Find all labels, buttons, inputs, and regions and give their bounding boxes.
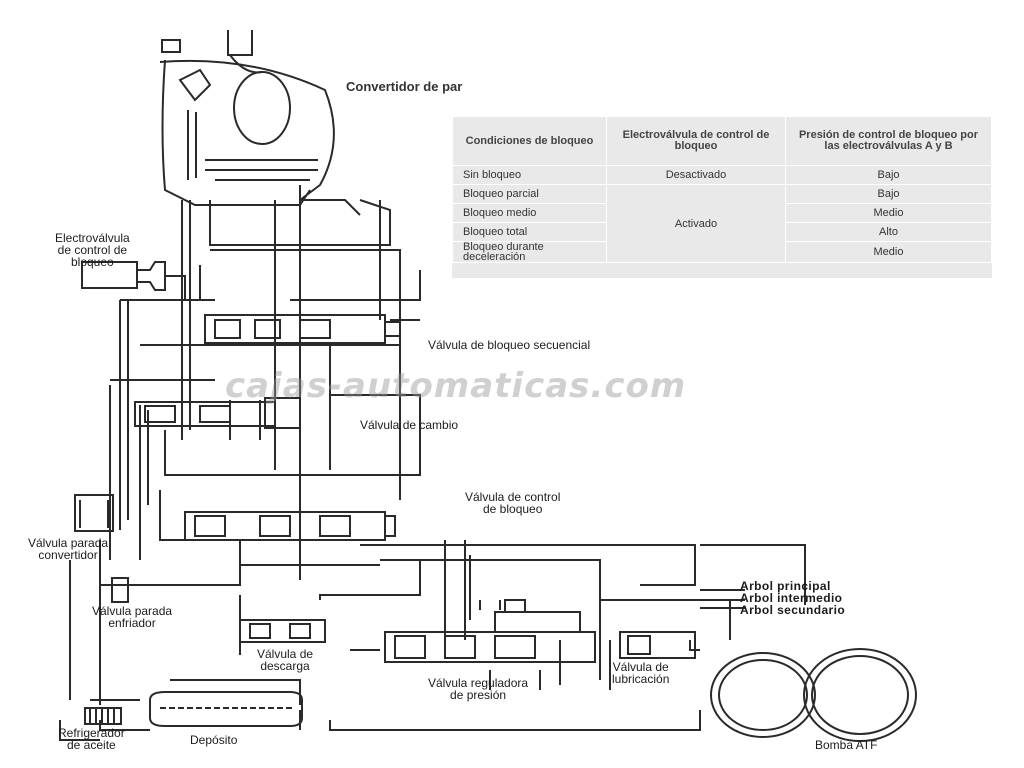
lockup-control-valve-label: Válvula de control de bloqueo xyxy=(465,490,561,516)
pressure-regulator-body xyxy=(384,599,596,663)
table-cell-condition: Bloqueo durante deceleración xyxy=(452,241,607,263)
oil-cooler-label: Refrigerador de aceite xyxy=(58,726,125,752)
table-row: Sin bloqueo Desactivado Bajo xyxy=(452,165,992,185)
header-conditions: Condiciones de bloqueo xyxy=(452,116,607,166)
discharge-valve-body xyxy=(239,619,326,643)
solenoid-valve xyxy=(81,261,186,300)
table-row: Bloqueo medio Medio xyxy=(452,203,992,223)
oil-cooler xyxy=(84,707,122,725)
header-solenoid: Electroválvula de control de bloqueo xyxy=(606,116,786,166)
sequential-valve-body xyxy=(204,314,401,344)
table-header-row: Condiciones de bloqueo Electroválvula de… xyxy=(452,116,992,166)
secondary-shaft-label: Arbol secundario xyxy=(740,603,846,617)
cooler-stop-valve-label: Válvula parada enfriador xyxy=(92,604,173,630)
table-cell-pressure: Bajo xyxy=(785,184,992,204)
converter-stop-valve-label: Válvula parada convertidor xyxy=(28,536,109,562)
reservoir-label: Depósito xyxy=(190,733,238,747)
table-cell-solenoid: Desactivado xyxy=(606,165,786,185)
shift-valve-body xyxy=(134,397,301,429)
pressure-regulator-label: Válvula reguladora de presión xyxy=(428,676,529,702)
lubrication-valve-body xyxy=(619,631,696,659)
lockup-conditions-table: Condiciones de bloqueo Electroválvula de… xyxy=(452,116,992,263)
table-cell-solenoid: Activado xyxy=(606,184,786,263)
table-cell-condition: Bloqueo total xyxy=(452,222,607,242)
table-cell-condition: Bloqueo medio xyxy=(452,203,607,223)
table-cell-pressure: Medio xyxy=(785,203,992,223)
countershaft-label: Arbol intermedio xyxy=(740,591,843,605)
lubrication-valve-label: Válvula de lubricación xyxy=(612,660,670,686)
atf-pump-label: Bomba ATF xyxy=(815,738,878,752)
torque-converter-label: Convertidor de par xyxy=(346,79,463,94)
discharge-valve-label: Válvula de descarga xyxy=(257,647,314,673)
header-pressure: Presión de control de bloqueo por las el… xyxy=(785,116,992,166)
lockup-control-valve-body xyxy=(184,511,396,541)
table-cell-pressure: Alto xyxy=(785,222,992,242)
table-cell-pressure: Medio xyxy=(785,241,992,263)
reservoir-tank xyxy=(149,691,303,727)
table-row: Bloqueo durante deceleración Medio xyxy=(452,241,992,263)
solenoid-label: Electroválvula de control de bloqueo xyxy=(55,231,130,269)
table-row: Bloqueo parcial Activado Bajo xyxy=(452,184,992,263)
cooler-stop-valve-body xyxy=(111,577,129,603)
table-row: Bloqueo total Alto xyxy=(452,222,992,242)
main-shaft-label: Arbol principal xyxy=(740,579,831,593)
table-cell-condition: Sin bloqueo xyxy=(452,165,607,185)
table-cell-condition: Bloqueo parcial xyxy=(452,184,607,204)
converter-stop-valve-body xyxy=(74,494,114,532)
watermark-text: cajas-automaticas.com xyxy=(225,366,687,406)
shift-valve-label: Válvula de cambio xyxy=(360,418,459,432)
sequential-valve-label: Válvula de bloqueo secuencial xyxy=(428,338,591,352)
atf-pump xyxy=(710,648,917,742)
table-cell-pressure: Bajo xyxy=(785,165,992,185)
